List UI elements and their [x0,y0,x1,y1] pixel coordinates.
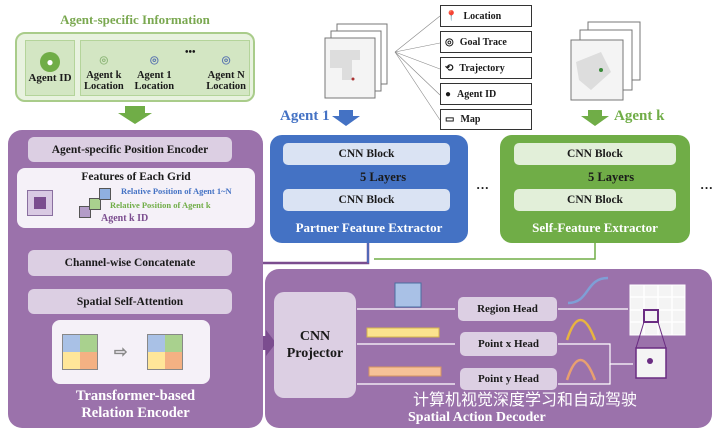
legend-agent-id: ●Agent ID [440,83,532,105]
sigmoid-curve [567,276,609,305]
agent-id-icon: ● [40,52,60,72]
region-grid [629,284,686,379]
features-grid-box: Features of Each Grid Relative Position … [17,168,255,228]
region-feature-cube [394,282,422,308]
rel-pos-k-label: Relative Position of Agent k [110,200,211,210]
self-title: Self-Feature Extractor [532,220,658,235]
agent-k-id-label: Agent k ID [101,213,149,224]
agent-1-label: Agent 1 [280,108,330,124]
location-icon: 📍 [445,10,458,22]
arrow-right-icon: ⇨ [114,344,128,361]
location-pin-icon: ⌾ [221,54,231,69]
layers-label: 5 Layers [588,170,635,184]
cnn-block: CNN Block [283,143,450,165]
decoder-title: Spatial Action Decoder [408,410,546,425]
arrow-down-green [118,106,152,124]
agent-k-label: Agent k [614,108,665,124]
location-pin-icon: ⌾ [150,54,159,69]
agent-id-label: Agent ID [28,72,72,84]
gaussian-y-curve [565,358,597,381]
goal-trace-icon: ◎ [445,36,454,48]
partner-feature-extractor: CNN Block 5 Layers CNN Block Partner Fea… [270,135,468,243]
cnn-block: CNN Block [283,189,450,211]
ellipsis: ··· [700,180,714,195]
position-encoder-box: Agent-specific Position Encoder [28,137,232,162]
partner-title: Partner Feature Extractor [295,220,443,235]
agent-info-title: Agent-specific Information [60,12,210,27]
cnn-block: CNN Block [514,143,676,165]
watermark: 计算机视觉深度学习和自动驾驶 [413,390,638,409]
legend-location: 📍Location [440,5,532,27]
attention-illustration: ⇨ [52,320,210,384]
point-y-feature-bar [368,366,442,377]
input-legend: 📍Location ◎Goal Trace ⟲Trajectory ●Agent… [440,5,532,130]
grid-icon [27,190,53,216]
map-icon: ▭ [445,114,455,125]
cnn-block: CNN Block [514,189,676,211]
agent-id-cell: ● Agent ID [25,40,75,96]
legend-goal-trace: ◎Goal Trace [440,31,532,53]
gaussian-x-curve [565,318,597,341]
agent-id-icon: ● [445,88,452,100]
arrow-down-green-k [581,110,609,126]
self-feature-extractor: CNN Block 5 Layers CNN Block Self-Featur… [500,135,690,243]
self-map-stack [570,21,641,101]
point-x-head: Point x Head [460,332,557,356]
legend-lines [394,15,441,121]
self-attention-box: Spatial Self-Attention [28,289,232,314]
point-x-feature-bar [366,327,440,338]
channel-concat-box: Channel-wise Concatenate [28,250,232,276]
partner-map-stack [324,23,388,99]
features-title: Features of Each Grid [81,171,191,183]
locations-ellipsis: ••• [184,47,196,58]
location-pin-icon: ⌾ [99,54,109,69]
trajectory-icon: ⟲ [445,62,454,74]
self-to-concat-line [374,243,596,260]
layers-label: 5 Layers [360,170,407,184]
ellipsis: ··· [476,180,490,195]
legend-map: ▭Map [440,109,532,130]
legend-trajectory: ⟲Trajectory [440,57,532,79]
point-y-head: Point y Head [460,368,557,390]
arrow-down-blue [332,110,360,126]
region-head: Region Head [458,297,557,321]
rel-pos-all-label: Relative Position of Agent 1~N [121,186,232,196]
